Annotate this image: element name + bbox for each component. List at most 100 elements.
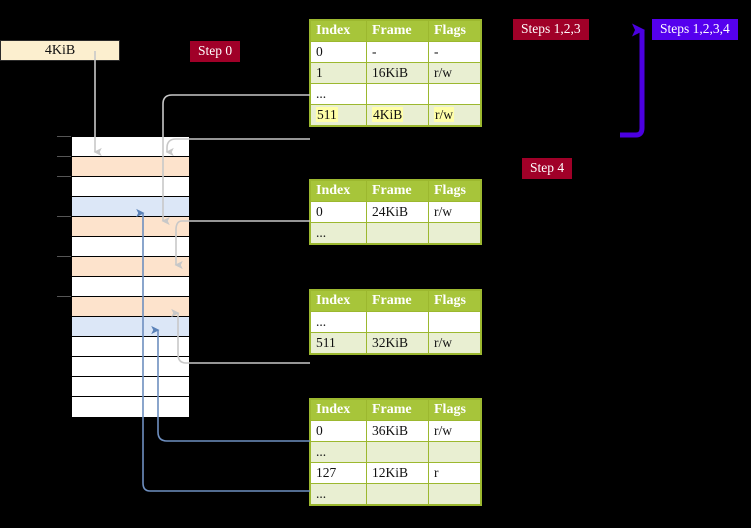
table-cell-index: 511 xyxy=(310,332,367,354)
cell-text: 12KiB xyxy=(372,465,409,480)
cell-text: 0 xyxy=(316,44,323,59)
cell-text: - xyxy=(372,44,377,59)
table-cell-frame: 12KiB xyxy=(366,462,429,484)
table-row[interactable]: ... xyxy=(310,311,481,333)
table-row[interactable]: ... xyxy=(310,483,481,505)
connector-pdpt-to-memory xyxy=(174,220,310,270)
cell-text: 32KiB xyxy=(372,335,409,350)
table-cell-flags: r/w xyxy=(428,201,481,223)
memory-tick-mark xyxy=(57,256,71,257)
column-header-index: Index xyxy=(310,20,367,42)
table-cell-frame: 4KiB xyxy=(366,104,429,126)
table-cell-frame xyxy=(366,222,429,244)
memory-tick-mark xyxy=(57,296,71,297)
column-header-frame: Frame xyxy=(366,290,429,312)
table-cell-frame: 36KiB xyxy=(366,420,429,442)
column-header-flags: Flags xyxy=(428,20,481,42)
column-header-flags: Flags xyxy=(428,290,481,312)
memory-frame-row xyxy=(72,397,189,417)
cell-text: 511 xyxy=(316,107,338,122)
table-cell-flags: r xyxy=(428,462,481,484)
table-cell-index: ... xyxy=(310,441,367,463)
memory-frame-row xyxy=(72,377,189,397)
cell-text: ... xyxy=(316,486,327,501)
page-size-label: 4KiB xyxy=(44,42,76,58)
table-row[interactable]: 0 24KiB r/w xyxy=(310,201,481,223)
memory-tick-mark xyxy=(57,156,71,157)
memory-frame-row xyxy=(72,257,189,277)
table-row[interactable]: 511 32KiB r/w xyxy=(310,332,481,354)
table-cell-flags xyxy=(428,311,481,333)
table-row[interactable]: ... xyxy=(310,222,481,244)
connector-pd-to-memory xyxy=(171,308,310,364)
badge-steps-123: Steps 1,2,3 xyxy=(513,19,589,40)
table-cell-flags xyxy=(428,83,481,105)
cell-text: 127 xyxy=(316,465,337,480)
cell-text: ... xyxy=(316,86,327,101)
table-cell-flags: r/w xyxy=(428,104,481,126)
cell-text: 4KiB xyxy=(372,107,404,122)
badge-step-4: Step 4 xyxy=(522,158,573,179)
connector-steps-bracket xyxy=(620,23,645,138)
table-row[interactable]: ... xyxy=(310,441,481,463)
table-cell-flags: - xyxy=(428,41,481,63)
cell-text: 1 xyxy=(316,65,323,80)
table-cell-frame: 24KiB xyxy=(366,201,429,223)
cell-text: r/w xyxy=(434,107,454,122)
table-row[interactable]: 1 16KiB r/w xyxy=(310,62,481,84)
cell-text: 511 xyxy=(316,335,336,350)
table-cell-flags: r/w xyxy=(428,420,481,442)
table-cell-flags: r/w xyxy=(428,62,481,84)
memory-frame-row xyxy=(72,217,189,237)
badge-label: Step 4 xyxy=(530,160,565,175)
page-size-box: 4KiB xyxy=(0,40,120,61)
cell-text: r/w xyxy=(434,65,452,80)
table-cell-index: ... xyxy=(310,83,367,105)
memory-frame-row xyxy=(72,297,189,317)
badge-steps-1234: Steps 1,2,3,4 xyxy=(652,19,738,40)
column-header-frame: Frame xyxy=(366,20,429,42)
cell-text: r/w xyxy=(434,423,452,438)
column-header-frame: Frame xyxy=(366,399,429,421)
cell-text: r/w xyxy=(434,335,452,350)
cell-text: 16KiB xyxy=(372,65,409,80)
cell-text: r xyxy=(434,465,439,480)
cell-text: ... xyxy=(316,225,327,240)
cell-text: 24KiB xyxy=(372,204,409,219)
cell-text: 36KiB xyxy=(372,423,409,438)
cell-text: - xyxy=(434,44,439,59)
table-cell-flags xyxy=(428,222,481,244)
table-cell-index: 127 xyxy=(310,462,367,484)
table-cell-frame xyxy=(366,441,429,463)
table-cell-index: 1 xyxy=(310,62,367,84)
table-cell-index: 511 xyxy=(310,104,367,126)
badge-label: Steps 1,2,3 xyxy=(521,21,581,36)
table-row[interactable]: 0 - - xyxy=(310,41,481,63)
memory-tick-mark xyxy=(57,176,71,177)
table-row[interactable]: 511 4KiB r/w xyxy=(310,104,481,126)
table-cell-frame: 32KiB xyxy=(366,332,429,354)
table-cell-index: 0 xyxy=(310,201,367,223)
table-cell-frame xyxy=(366,83,429,105)
table-cell-frame: 16KiB xyxy=(366,62,429,84)
memory-frame-row xyxy=(72,277,189,297)
memory-frame-row xyxy=(72,157,189,177)
cell-text: ... xyxy=(316,444,327,459)
table-row[interactable]: 127 12KiB r xyxy=(310,462,481,484)
cell-text: ... xyxy=(316,314,327,329)
table-cell-flags xyxy=(428,483,481,505)
table-cell-index: ... xyxy=(310,222,367,244)
column-header-index: Index xyxy=(310,180,367,202)
cell-text: r/w xyxy=(434,204,452,219)
table-cell-frame: - xyxy=(366,41,429,63)
table-row[interactable]: ... xyxy=(310,83,481,105)
column-header-index: Index xyxy=(310,290,367,312)
table-cell-flags xyxy=(428,441,481,463)
memory-frame-row xyxy=(72,357,189,377)
memory-tick-mark xyxy=(57,136,71,137)
column-header-index: Index xyxy=(310,399,367,421)
